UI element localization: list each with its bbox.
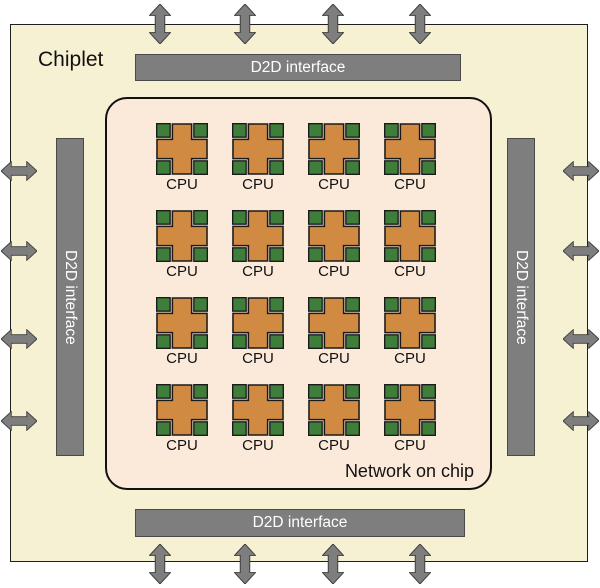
cpu-icon — [232, 297, 284, 349]
cpu-unit: CPU — [296, 123, 372, 210]
cpu-icon — [156, 123, 208, 175]
bidirectional-arrow-bottom-4-icon — [409, 544, 431, 584]
cpu-icon — [384, 123, 436, 175]
bidirectional-arrow-right-4-icon — [563, 411, 599, 431]
cpu-label: CPU — [394, 350, 426, 367]
cpu-icon — [384, 210, 436, 262]
cpu-icon — [156, 297, 208, 349]
cpu-icon — [384, 384, 436, 436]
cpu-label: CPU — [318, 437, 350, 454]
cpu-label: CPU — [166, 437, 198, 454]
network-on-chip-label: Network on chip — [344, 461, 474, 481]
cpu-unit: CPU — [296, 384, 372, 471]
cpu-icon — [156, 384, 208, 436]
d2d-interface-right: D2D interface — [507, 138, 535, 456]
cpu-label: CPU — [318, 176, 350, 193]
d2d-interface-left: D2D interface — [56, 138, 84, 456]
cpu-unit: CPU — [220, 123, 296, 210]
cpu-label: CPU — [242, 176, 274, 193]
cpu-icon — [156, 210, 208, 262]
cpu-label: CPU — [242, 350, 274, 367]
bidirectional-arrow-left-3-icon — [1, 329, 37, 349]
cpu-label: CPU — [318, 263, 350, 280]
cpu-icon — [232, 384, 284, 436]
cpu-label: CPU — [166, 350, 198, 367]
cpu-label: CPU — [318, 350, 350, 367]
d2d-interface-right-label: D2D interface — [513, 249, 530, 345]
cpu-unit: CPU — [144, 123, 220, 210]
chiplet-title: Chiplet — [38, 48, 104, 71]
bidirectional-arrow-left-4-icon — [1, 411, 37, 431]
d2d-interface-left-label: D2D interface — [62, 249, 79, 345]
cpu-unit: CPU — [220, 297, 296, 384]
cpu-unit: CPU — [144, 297, 220, 384]
cpu-unit: CPU — [296, 297, 372, 384]
cpu-label: CPU — [394, 263, 426, 280]
d2d-interface-top: D2D interface — [135, 54, 461, 81]
cpu-label: CPU — [242, 437, 274, 454]
bidirectional-arrow-top-1-icon — [149, 4, 171, 44]
d2d-interface-top-label: D2D interface — [250, 58, 346, 76]
cpu-label: CPU — [242, 263, 274, 280]
bidirectional-arrow-bottom-2-icon — [234, 544, 256, 584]
cpu-label: CPU — [166, 176, 198, 193]
cpu-icon — [308, 384, 360, 436]
d2d-interface-bottom: D2D interface — [135, 509, 465, 537]
cpu-icon — [308, 210, 360, 262]
cpu-icon — [384, 297, 436, 349]
d2d-interface-bottom-label: D2D interface — [252, 514, 348, 531]
cpu-unit: CPU — [220, 210, 296, 297]
cpu-icon — [232, 210, 284, 262]
cpu-unit: CPU — [372, 210, 448, 297]
bidirectional-arrow-left-1-icon — [1, 161, 37, 181]
bidirectional-arrow-right-1-icon — [563, 161, 599, 181]
cpu-unit: CPU — [144, 210, 220, 297]
cpu-unit: CPU — [372, 123, 448, 210]
cpu-unit: CPU — [372, 297, 448, 384]
cpu-label: CPU — [394, 176, 426, 193]
cpu-grid: CPU CPU CPU CPU CPU CPU CPU CPU CPU CPU CPU CPU CPU C… — [144, 123, 448, 471]
bidirectional-arrow-top-3-icon — [322, 4, 344, 44]
cpu-unit: CPU — [220, 384, 296, 471]
cpu-icon — [308, 297, 360, 349]
cpu-icon — [308, 123, 360, 175]
bidirectional-arrow-top-2-icon — [234, 4, 256, 44]
cpu-unit: CPU — [296, 210, 372, 297]
network-on-chip: CPU CPU CPU CPU CPU CPU CPU CPU CPU CPU CPU CPU CPU C… — [105, 97, 492, 490]
bidirectional-arrow-right-3-icon — [563, 329, 599, 349]
cpu-label: CPU — [166, 263, 198, 280]
cpu-unit: CPU — [144, 384, 220, 471]
bidirectional-arrow-right-2-icon — [563, 241, 599, 261]
cpu-icon — [232, 123, 284, 175]
cpu-label: CPU — [394, 437, 426, 454]
bidirectional-arrow-top-4-icon — [409, 4, 431, 44]
bidirectional-arrow-bottom-1-icon — [149, 544, 171, 584]
cpu-unit: CPU — [372, 384, 448, 471]
bidirectional-arrow-left-2-icon — [1, 241, 37, 261]
bidirectional-arrow-bottom-3-icon — [322, 544, 344, 584]
